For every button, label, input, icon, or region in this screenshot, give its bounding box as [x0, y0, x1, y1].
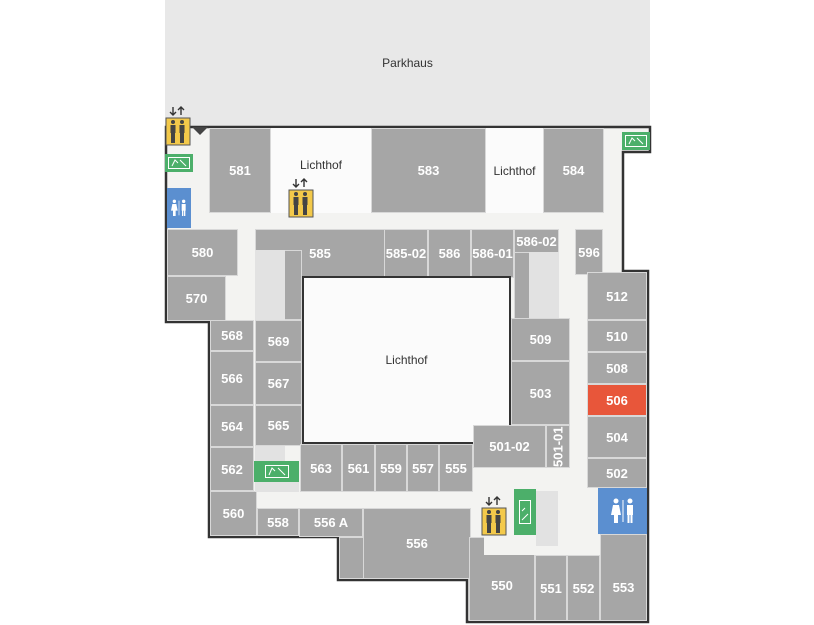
emergency-exit-bottom	[514, 489, 536, 535]
room-551[interactable]: 551	[535, 555, 567, 621]
room-501-02[interactable]: 501-02	[473, 425, 546, 468]
courtyard-center: Lichthof	[302, 276, 511, 444]
room-580[interactable]: 580	[167, 229, 238, 276]
emergency-exit-top-left	[165, 154, 193, 172]
room-584[interactable]: 584	[543, 128, 604, 213]
corridor-box	[255, 446, 285, 461]
room-506-highlighted[interactable]: 506	[587, 384, 647, 416]
elevator-top-left	[165, 106, 191, 146]
courtyard-1: Lichthof	[271, 128, 371, 213]
parking-label: Parkhaus	[382, 56, 433, 70]
room-503[interactable]: 503	[511, 361, 570, 425]
emergency-exit-icon	[168, 157, 190, 169]
room-556a[interactable]: 556 A	[299, 508, 363, 537]
room-501-01[interactable]: 501-01	[546, 425, 570, 468]
room-562[interactable]: 562	[210, 447, 254, 491]
room-556-extension	[339, 537, 364, 579]
elevator-bottom	[481, 496, 507, 536]
courtyard-label: Lichthof	[299, 158, 343, 172]
emergency-exit-left	[254, 461, 299, 482]
elevator-icon	[165, 106, 191, 146]
room-566[interactable]: 566	[210, 351, 254, 405]
room-586[interactable]: 586	[428, 229, 471, 278]
emergency-exit-icon	[519, 500, 531, 524]
room-568[interactable]: 568	[210, 320, 254, 351]
room-510[interactable]: 510	[587, 320, 647, 352]
stairwell-left	[255, 250, 285, 320]
room-557[interactable]: 557	[407, 444, 439, 492]
room-563[interactable]: 563	[300, 444, 342, 492]
courtyard-label: Lichthof	[493, 163, 536, 178]
entrance-marker-icon	[192, 127, 208, 135]
room-509[interactable]: 509	[511, 318, 570, 361]
room-561[interactable]: 561	[342, 444, 375, 492]
room-570[interactable]: 570	[167, 276, 226, 321]
room-552[interactable]: 552	[567, 555, 600, 621]
room-504[interactable]: 504	[587, 416, 647, 458]
room-555[interactable]: 555	[439, 444, 473, 492]
room-560[interactable]: 560	[210, 491, 257, 536]
restroom-icon	[171, 199, 186, 216]
room-553[interactable]: 553	[600, 534, 647, 621]
emergency-exit-top-right	[622, 132, 650, 150]
room-586-01[interactable]: 586-01	[471, 229, 514, 278]
room-558[interactable]: 558	[257, 508, 299, 536]
elevator-icon	[481, 496, 507, 536]
room-565[interactable]: 565	[255, 405, 302, 446]
restroom-right[interactable]	[598, 488, 647, 534]
room-585-02[interactable]: 585-02	[385, 229, 428, 278]
courtyard-2: Lichthof	[486, 128, 543, 213]
room-512[interactable]: 512	[587, 272, 647, 320]
parking-garage: Parkhaus	[165, 0, 650, 126]
room-569[interactable]: 569	[255, 320, 302, 362]
restroom-icon	[610, 498, 633, 523]
courtyard-label: Lichthof	[385, 353, 428, 367]
room-502[interactable]: 502	[587, 458, 647, 488]
corridor-box-lower	[255, 482, 299, 492]
room-581[interactable]: 581	[209, 128, 271, 213]
elevator-icon	[288, 178, 314, 218]
room-564[interactable]: 564	[210, 405, 254, 447]
emergency-exit-icon	[264, 465, 289, 478]
room-508[interactable]: 508	[587, 352, 647, 384]
restroom-left[interactable]	[167, 188, 191, 228]
room-596[interactable]: 596	[575, 229, 603, 275]
room-556[interactable]: 556	[363, 508, 471, 579]
room-559[interactable]: 559	[375, 444, 407, 492]
room-586-02[interactable]: 586-02	[514, 229, 559, 253]
stairwell-right	[529, 252, 559, 318]
emergency-exit-icon	[625, 135, 647, 147]
room-567[interactable]: 567	[255, 362, 302, 405]
room-583[interactable]: 583	[371, 128, 486, 213]
stairwell-bottom	[536, 491, 558, 546]
elevator-top-center	[288, 178, 314, 218]
